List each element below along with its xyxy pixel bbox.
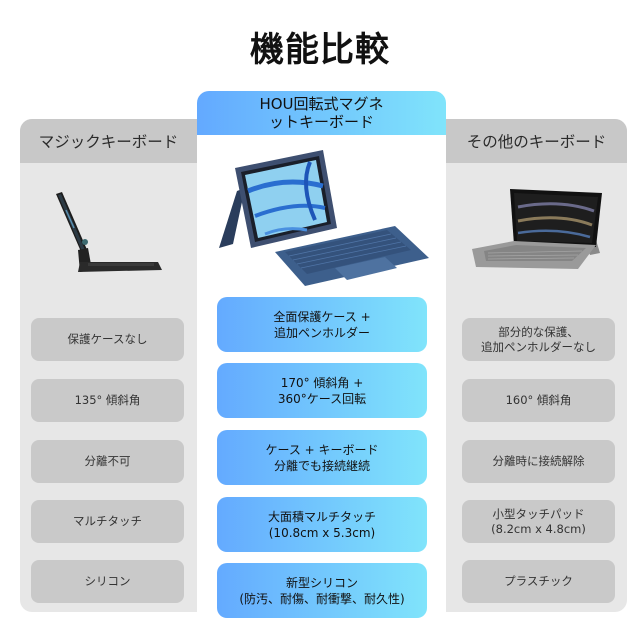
column-header: HOU回転式マグネ ットキーボード (197, 91, 446, 135)
feature-left-touch: マルチタッチ (31, 500, 184, 543)
feature-left-tilt: 135° 傾斜角 (31, 379, 184, 422)
feature-center-protection: 全面保護ケース + 追加ペンホルダー (217, 297, 427, 352)
feature-center-detach: ケース + キーボード 分離でも接続継続 (217, 430, 427, 485)
feature-left-material: シリコン (31, 560, 184, 603)
feature-center-touch: 大面積マルチタッチ (10.8cm x 5.3cm) (217, 497, 427, 552)
feature-right-touch: 小型タッチパッド (8.2cm x 4.8cm) (462, 500, 615, 543)
feature-center-material: 新型シリコン (防汚、耐傷、耐衝撃、耐久性) (217, 563, 427, 618)
feature-right-material: プラスチック (462, 560, 615, 603)
feature-left-detach: 分離不可 (31, 440, 184, 483)
page-title: 機能比較 (250, 30, 390, 70)
feature-center-tilt: 170° 傾斜角 + 360°ケース回転 (217, 363, 427, 418)
column-header: マジックキーボード (20, 119, 197, 163)
hou-rotating-magnetic-keyboard-product-image (215, 146, 435, 288)
magic-keyboard-product-image (48, 190, 168, 275)
column-header-label: HOU回転式マグネ ットキーボード (259, 95, 384, 131)
feature-right-tilt: 160° 傾斜角 (462, 379, 615, 422)
feature-right-detach: 分離時に接続解除 (462, 440, 615, 483)
other-keyboard-product-image (470, 185, 615, 275)
feature-left-protection: 保護ケースなし (31, 318, 184, 361)
column-header: その他のキーボード (446, 119, 627, 163)
feature-right-protection: 部分的な保護、 追加ペンホルダーなし (462, 318, 615, 361)
